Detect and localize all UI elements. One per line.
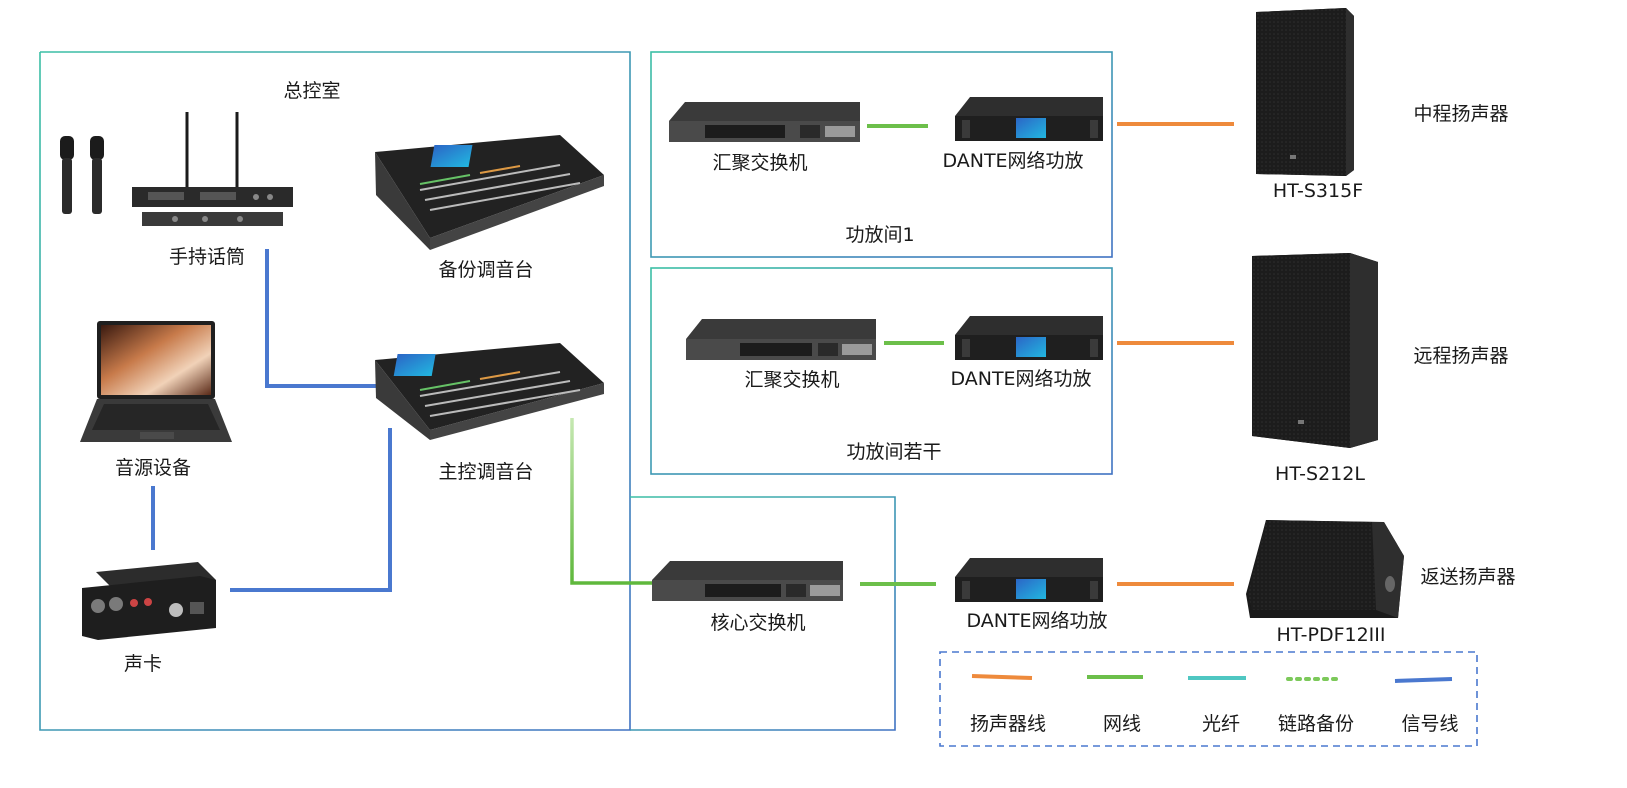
dante-amp-3-label: DANTE网络功放	[966, 610, 1107, 632]
mid-range-speaker-icon	[1256, 8, 1354, 176]
network-line-main-to-core	[570, 418, 656, 585]
main-console-label: 主控调音台	[438, 461, 533, 483]
amp-room-1-border	[650, 51, 1113, 258]
long-range-speaker-icon	[1252, 253, 1378, 448]
sound-card-label: 声卡	[124, 653, 162, 675]
dante-amp-2-label: DANTE网络功放	[950, 368, 1091, 390]
signal-line-mic-to-main	[265, 249, 377, 388]
aggregation-switch-2-label: 汇聚交换机	[744, 369, 839, 391]
legend-speaker-line-swatch	[971, 674, 1033, 680]
dante-amp-1-label: DANTE网络功放	[942, 150, 1083, 172]
core-switch-area-border	[630, 496, 896, 731]
audio-source-label: 音源设备	[115, 457, 191, 479]
backup-console-label: 备份调音台	[438, 259, 533, 281]
long-range-speaker-type: 远程扬声器	[1413, 345, 1508, 367]
dante-amp-3-icon	[955, 558, 1103, 602]
legend-signal-line-label: 信号线	[1401, 713, 1458, 735]
sound-card-icon	[82, 562, 216, 640]
aggregation-switch-1-icon	[669, 102, 860, 142]
laptop-icon	[80, 321, 232, 442]
main-console-icon	[375, 343, 604, 440]
aggregation-switch-1-label: 汇聚交换机	[712, 152, 807, 174]
backup-console-icon	[375, 135, 604, 250]
handheld-mic-icon	[60, 112, 293, 226]
amp-room-n-label: 功放间若干	[846, 441, 941, 463]
control-room-label: 总控室	[283, 80, 340, 102]
monitor-speaker-model: HT-PDF12III	[1276, 624, 1385, 646]
legend-network-line-label: 网线	[1103, 713, 1141, 735]
mid-range-speaker-model: HT-S315F	[1273, 180, 1363, 202]
legend-link-backup-label: 链路备份	[1278, 713, 1354, 735]
handheld-mic-label: 手持话筒	[169, 246, 245, 268]
mid-range-speaker-type: 中程扬声器	[1413, 103, 1508, 125]
dante-amp-1-icon	[955, 97, 1103, 141]
core-switch-icon	[652, 561, 843, 601]
legend-signal-line-swatch	[1394, 677, 1453, 683]
amp-room-1-label: 功放间1	[845, 224, 914, 246]
legend-fiber-label: 光纤	[1202, 713, 1240, 735]
legend: 扬声器线 网线 光纤 链路备份 信号线	[939, 651, 1478, 747]
core-switch-label: 核心交换机	[710, 612, 805, 634]
long-range-speaker-model: HT-S212L	[1275, 463, 1365, 485]
aggregation-switch-2-icon	[686, 319, 876, 360]
amp-room-n-border	[650, 267, 1113, 475]
monitor-speaker-icon	[1246, 520, 1404, 618]
dante-amp-2-icon	[955, 316, 1103, 360]
monitor-speaker-type: 返送扬声器	[1420, 566, 1515, 588]
signal-line-card-to-main	[230, 428, 392, 592]
legend-speaker-line-label: 扬声器线	[970, 713, 1046, 735]
